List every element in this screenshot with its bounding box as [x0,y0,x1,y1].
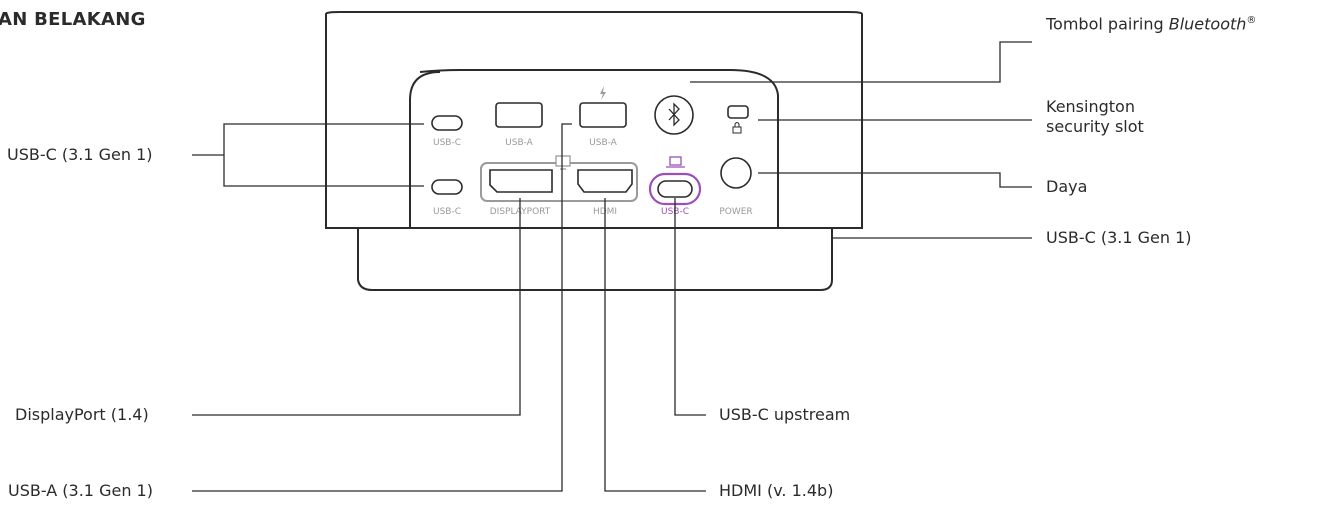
callout-usb-c-left: USB-C (3.1 Gen 1) [7,145,153,164]
callout-bluetooth-reg: ® [1246,15,1257,26]
callout-bluetooth: Tombol pairing Bluetooth® [1046,11,1256,34]
callout-kensington-line1: Kensington [1046,97,1135,116]
port-label-usb-c-bottom: USB-C [433,207,461,217]
dock-body [325,11,863,291]
lightning-icon [600,86,606,100]
callout-bluetooth-italic: Bluetooth [1168,14,1247,34]
callout-usb-a: USB-A (3.1 Gen 1) [8,481,153,500]
port-label-usb-a-2: USB-A [589,138,618,148]
port-usb-a-2: USB-A [579,86,627,148]
port-power: POWER [719,157,753,217]
port-label-usb-c-top: USB-C [433,138,461,148]
laptop-icon [666,156,685,168]
port-usb-c-bottom: USB-C [431,179,463,217]
diagram-title: AN BELAKANG [0,9,146,30]
port-label-power: POWER [719,207,752,217]
monitor-icon [555,155,571,170]
port-usb-c-top: USB-C [431,115,463,148]
callout-bluetooth-prefix: Tombol pairing [1046,14,1169,34]
callout-usb-c-right: USB-C (3.1 Gen 1) [1046,228,1192,247]
callout-usb-c-upstream: USB-C upstream [719,405,851,424]
callout-daya: Daya [1046,177,1088,196]
video-port-group [480,155,638,202]
bluetooth-button [654,95,694,135]
port-usb-a-1: USB-A [495,102,543,148]
callout-hdmi: HDMI (v. 1.4b) [719,481,834,500]
port-label-usb-a-1: USB-A [505,138,534,148]
bluetooth-icon [668,102,680,127]
callout-displayport: DisplayPort (1.4) [15,405,149,424]
lock-icon [732,122,742,134]
kensington-slot [727,105,749,134]
port-displayport: DISPLAYPORT [489,169,553,217]
callout-kensington: Kensington security slot [1046,97,1144,137]
leader-lines [192,41,1032,492]
callout-kensington-line2: security slot [1046,117,1144,136]
